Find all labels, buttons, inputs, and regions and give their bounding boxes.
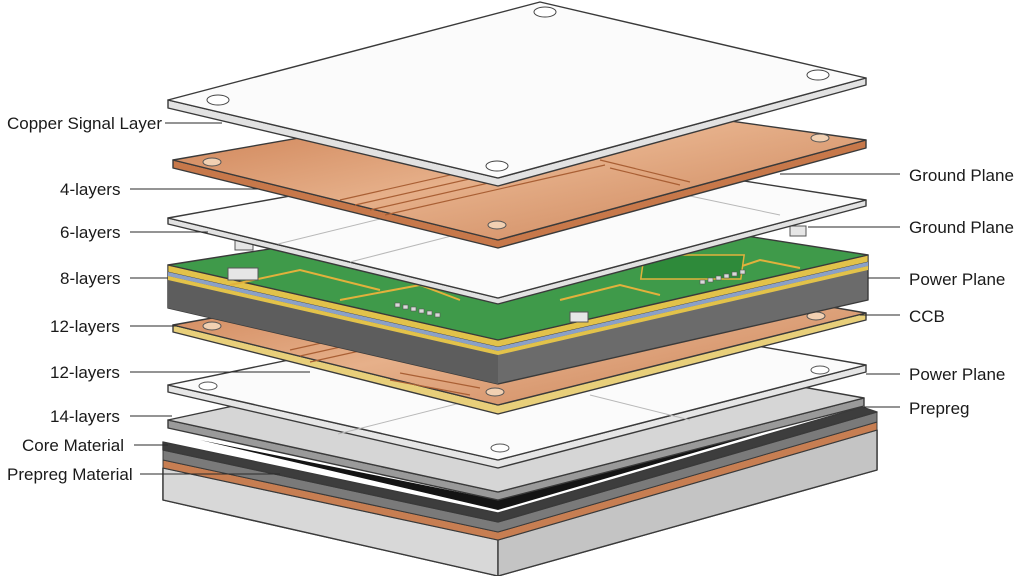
label-prepreg: Prepreg	[909, 399, 969, 418]
label-ground-plane-b: Ground Plane	[909, 218, 1014, 237]
label-copper-signal-layer: Copper Signal Layer	[7, 114, 162, 133]
base-core-block	[162, 406, 878, 576]
label-8-layers: 8-layers	[60, 269, 120, 288]
fr4-sheet-top	[167, 1, 867, 187]
label-prepreg-material: Prepreg Material	[7, 465, 133, 484]
label-power-plane-a: Power Plane	[909, 270, 1005, 289]
label-12-layers-b: 12-layers	[50, 363, 120, 382]
label-4-layers: 4-layers	[60, 180, 120, 199]
left-labels: Copper Signal Layer 4-layers 6-layers 8-…	[7, 114, 310, 484]
label-power-plane-b: Power Plane	[909, 365, 1005, 384]
label-14-layers: 14-layers	[50, 407, 120, 426]
label-6-layers: 6-layers	[60, 223, 120, 242]
right-labels: Ground Plane Ground Plane Power Plane CC…	[780, 166, 1014, 418]
label-core-material: Core Material	[22, 436, 124, 455]
label-ccb: CCB	[909, 307, 945, 326]
label-12-layers-a: 12-layers	[50, 317, 120, 336]
label-ground-plane-a: Ground Plane	[909, 166, 1014, 185]
